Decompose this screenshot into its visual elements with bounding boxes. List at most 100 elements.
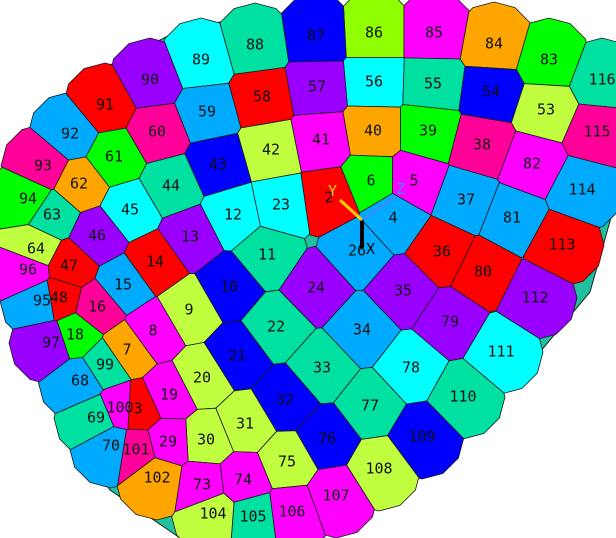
element-label: 76: [318, 430, 336, 448]
mesh-element-104[interactable]: [171, 492, 235, 538]
x-axis-label: X: [366, 240, 375, 258]
element-label: 47: [60, 257, 78, 275]
element-label: 35: [394, 282, 412, 300]
element-label: 37: [457, 191, 475, 209]
element-label: 11: [258, 246, 276, 264]
element-label: 24: [307, 279, 325, 297]
element-label: 79: [441, 313, 459, 331]
element-label: 18: [66, 326, 84, 344]
element-label: 14: [146, 253, 164, 271]
mesh-element-70[interactable]: [69, 426, 127, 489]
element-label: 74: [234, 471, 252, 489]
element-label: 2: [324, 189, 333, 207]
element-label: 42: [262, 141, 280, 159]
element-label: 55: [424, 75, 442, 93]
axis-triad: X Y Z: [328, 180, 405, 258]
element-label: 39: [419, 122, 437, 140]
y-axis-label: Y: [328, 182, 337, 200]
element-label: 90: [141, 71, 159, 89]
element-label: 43: [209, 156, 227, 174]
element-label: 94: [19, 190, 37, 208]
element-label: 81: [503, 209, 521, 227]
element-label: 5: [409, 172, 418, 190]
element-label: 6: [366, 172, 375, 190]
element-label: 88: [246, 36, 264, 54]
element-label: 69: [87, 409, 105, 427]
element-label: 114: [568, 181, 595, 199]
element-label: 16: [88, 298, 106, 316]
element-label: 105: [239, 508, 266, 526]
element-label: 40: [364, 122, 382, 140]
mesh-element-105[interactable]: [230, 492, 277, 538]
element-label: 93: [34, 157, 52, 175]
element-label: 4: [388, 209, 397, 227]
mesh-element-102[interactable]: [116, 457, 183, 521]
element-label: 91: [96, 96, 114, 114]
element-label: 97: [42, 334, 60, 352]
mesh-element-109[interactable]: [387, 400, 465, 480]
element-label: 31: [236, 415, 254, 433]
element-label: 100: [106, 399, 133, 417]
mesh-element-97[interactable]: [8, 319, 71, 383]
element-label: 53: [537, 101, 555, 119]
element-label: 56: [365, 73, 383, 91]
element-label: 89: [192, 51, 210, 69]
element-label: 102: [143, 469, 170, 487]
element-label: 46: [88, 227, 106, 245]
mesh-element-116[interactable]: [568, 37, 616, 109]
element-label: 86: [365, 24, 383, 42]
element-label: 30: [197, 431, 215, 449]
element-label: 59: [198, 103, 216, 121]
element-label: 60: [148, 123, 166, 141]
element-label: 61: [105, 148, 123, 166]
element-label: 48: [50, 289, 68, 307]
element-label: 13: [181, 228, 199, 246]
element-label: 10: [220, 278, 238, 296]
element-label: 106: [278, 503, 305, 521]
element-label: 62: [70, 175, 88, 193]
element-label: 96: [19, 261, 37, 279]
element-label: 63: [43, 206, 61, 224]
element-label: 22: [267, 318, 285, 336]
element-label: 115: [583, 123, 610, 141]
element-label: 95: [33, 292, 51, 310]
element-label: 78: [402, 359, 420, 377]
element-label: 73: [193, 476, 211, 494]
element-label: 92: [61, 125, 79, 143]
element-label: 21: [228, 347, 246, 365]
element-label: 29: [159, 433, 177, 451]
element-label: 99: [96, 356, 114, 374]
element-label: 68: [71, 372, 89, 390]
element-label: 113: [548, 236, 575, 254]
element-label: 44: [162, 177, 180, 195]
element-label: 104: [199, 505, 226, 523]
z-axis-line: [361, 195, 397, 221]
element-label: 116: [588, 71, 615, 89]
element-label: 85: [425, 24, 443, 42]
element-label: 80: [474, 263, 492, 281]
z-axis-label: Z: [396, 180, 405, 198]
element-label: 7: [122, 341, 131, 359]
element-label: 58: [253, 88, 271, 106]
element-label: 34: [353, 321, 371, 339]
element-label: 84: [485, 35, 503, 53]
element-label: 111: [487, 343, 514, 361]
element-label: 75: [278, 453, 296, 471]
element-label: 19: [160, 386, 178, 404]
element-label: 41: [312, 131, 330, 149]
element-label: 33: [313, 359, 331, 377]
y-axis-line: [338, 198, 364, 222]
element-label: 8: [148, 322, 157, 340]
element-label: 87: [307, 27, 325, 45]
mesh-element-112[interactable]: [495, 258, 578, 340]
element-label: 77: [361, 397, 379, 415]
element-label: 38: [473, 136, 491, 154]
element-label: 107: [322, 487, 349, 505]
element-label: 3: [133, 400, 142, 418]
element-label: 83: [540, 51, 558, 69]
element-label: 57: [308, 78, 326, 96]
element-label: 64: [27, 240, 45, 258]
